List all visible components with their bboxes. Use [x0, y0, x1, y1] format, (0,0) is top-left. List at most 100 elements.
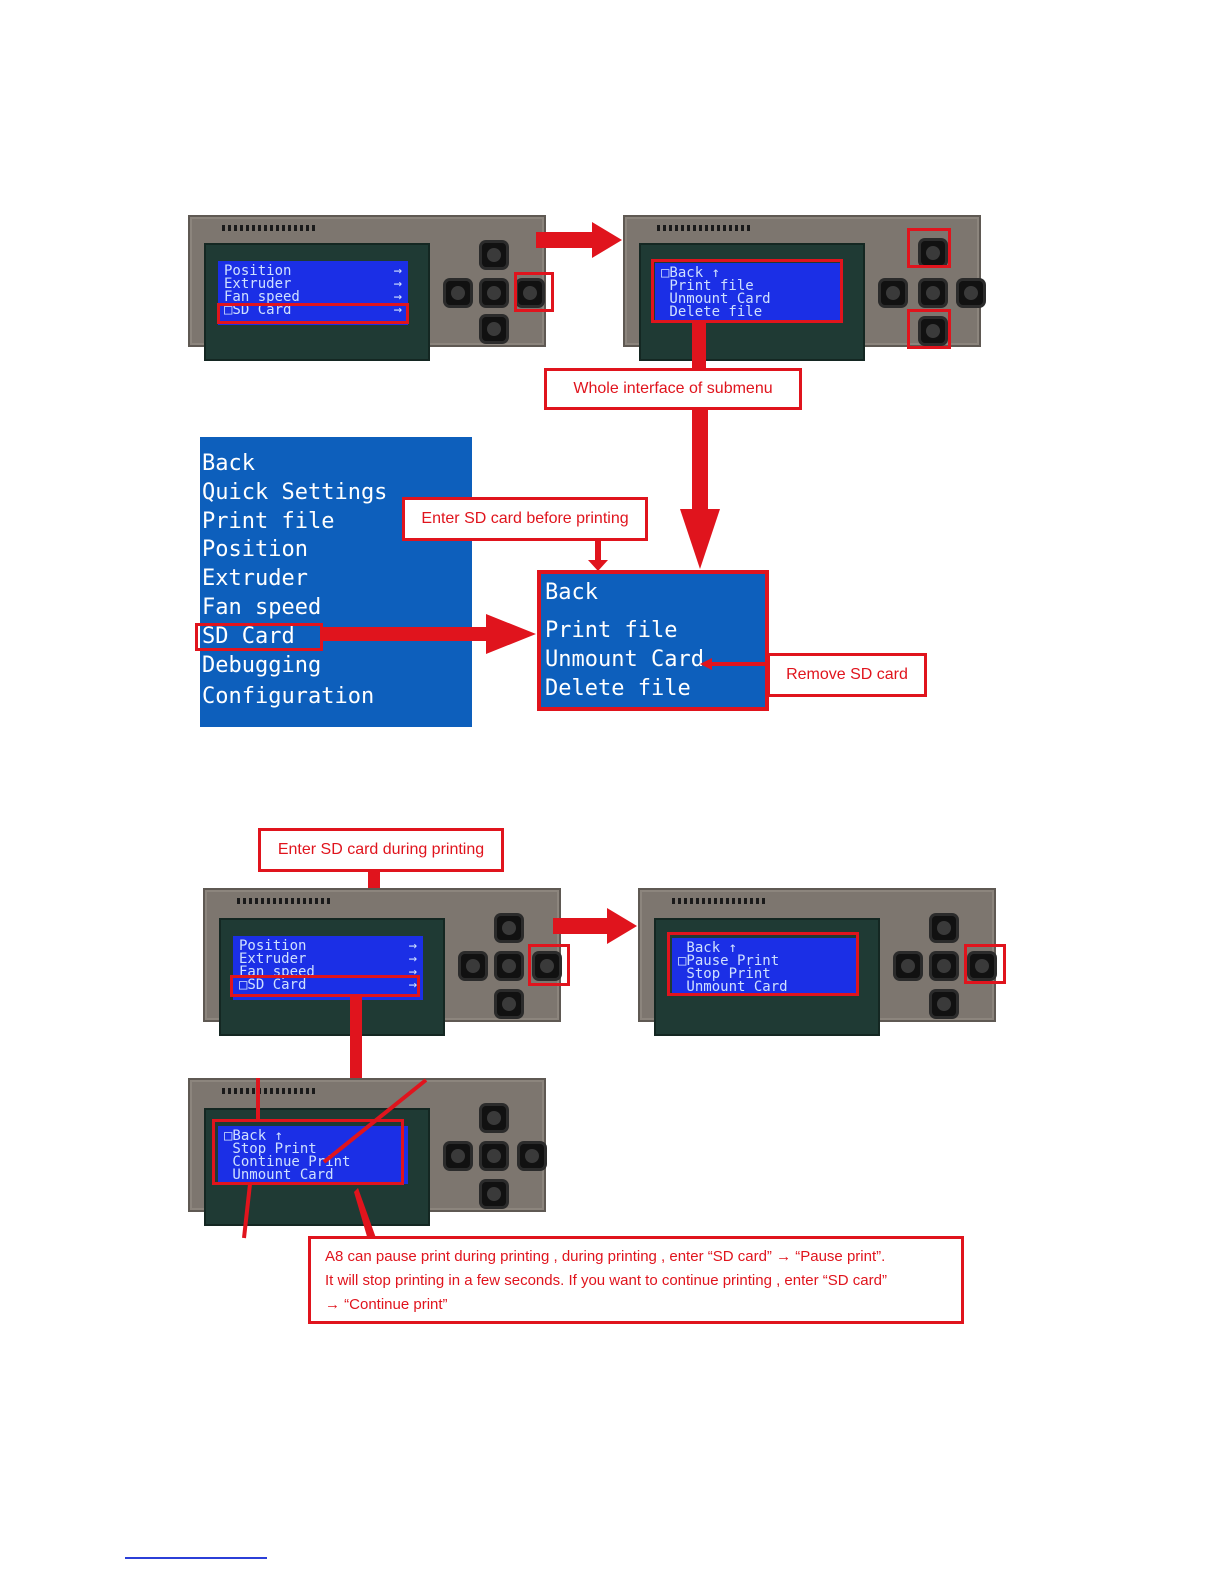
lcd-screen: Position→ Extruder→ Fan speed→ □SD Card→ — [233, 936, 423, 1000]
lcd-row-text: □SD Card — [239, 977, 307, 993]
lcd-row: Back ↑ — [678, 941, 852, 955]
lcd-row: Extruder → — [239, 951, 417, 967]
sd-card-menu-highlight — [195, 623, 323, 651]
center-button[interactable] — [482, 281, 506, 305]
enter-during-printing-label: Enter SD card during printing — [258, 828, 504, 872]
lcd-row: □SD Card→ — [224, 302, 402, 318]
note-line-2: It will stop printing in a few seconds. … — [325, 1272, 887, 1289]
down-button[interactable] — [497, 992, 521, 1016]
down-button[interactable] — [932, 992, 956, 1016]
lcd-row: Position → — [224, 263, 402, 279]
menu-item-extruder[interactable]: Extruder — [202, 566, 308, 591]
lcd-row-text: Unmount Card — [661, 291, 771, 307]
arrow-right-icon: → — [408, 977, 417, 993]
lcd-row-text: Unmount Card — [224, 1167, 334, 1183]
left-button[interactable] — [896, 954, 920, 978]
lcd-row-text: Fan speed — [224, 289, 300, 305]
arrow-left-icon — [700, 658, 770, 670]
right-button[interactable] — [535, 954, 559, 978]
lcd-row: □Pause Print — [678, 954, 852, 968]
arrow-right-icon: → — [393, 263, 402, 279]
arrow-right-icon: → — [393, 276, 402, 292]
up-button[interactable] — [482, 1106, 506, 1130]
submenu-item-print-file[interactable]: Print file — [545, 618, 678, 643]
lcd-board-4: Back ↑ □Pause Print Stop Print Unmount C… — [638, 888, 996, 1036]
right-button[interactable] — [518, 281, 542, 305]
submenu-highlight — [651, 259, 843, 323]
menu-item-fan-speed[interactable]: Fan speed — [202, 595, 322, 620]
lcd-screen: Back ↑ □Pause Print Stop Print Unmount C… — [672, 938, 858, 996]
header-pins — [657, 225, 751, 231]
note-line-3: → “Continue print” — [325, 1296, 448, 1313]
right-button[interactable] — [970, 954, 994, 978]
lcd-row: Continue Print — [224, 1154, 402, 1170]
up-button[interactable] — [497, 916, 521, 940]
menu-item-debugging[interactable]: Debugging — [202, 653, 322, 678]
menu-item-print-file[interactable]: Print file — [202, 509, 335, 534]
note-line-1: A8 can pause print during printing , dur… — [325, 1248, 886, 1265]
lcd-row: Unmount Card — [224, 1167, 402, 1183]
submenu-item-delete-file[interactable]: Delete file — [545, 676, 691, 701]
lcd-row-text: □Back ↑ — [661, 265, 721, 281]
remove-sd-card-label: Remove SD card — [767, 653, 927, 697]
down-button[interactable] — [482, 317, 506, 341]
center-button[interactable] — [932, 954, 956, 978]
lcd-row-text: Extruder — [239, 951, 307, 967]
lcd-row: Print file — [661, 278, 837, 294]
lcd-row-text: Continue Print — [224, 1154, 351, 1170]
arrow-right-icon: → — [408, 938, 417, 954]
down-button[interactable] — [482, 1182, 506, 1206]
lcd-row-text: Stop Print — [678, 966, 771, 982]
arrow-right-icon: → — [408, 964, 417, 980]
lcd-row: Unmount Card — [661, 291, 837, 307]
up-button[interactable] — [932, 916, 956, 940]
center-button[interactable] — [921, 281, 945, 305]
connector-line — [692, 322, 706, 370]
menu-item-configuration[interactable]: Configuration — [202, 684, 375, 709]
menu-item-quick-settings[interactable]: Quick Settings — [202, 480, 388, 505]
lcd-row: Position→ — [239, 938, 417, 954]
down-button-highlight — [907, 309, 951, 349]
up-button[interactable] — [921, 241, 945, 265]
lcd-row: Delete file — [661, 305, 837, 319]
submenu-item-unmount-card[interactable]: Unmount Card — [545, 647, 704, 672]
right-button[interactable] — [959, 281, 983, 305]
menu-item-sd-card[interactable]: SD Card — [202, 624, 295, 649]
lcd-board-3: Position→ Extruder→ Fan speed→ □SD Card→ — [203, 888, 561, 1036]
lcd-screen: □Back ↑ Stop Print Continue Print Unmoun… — [218, 1126, 408, 1184]
footnote-separator — [125, 1557, 267, 1559]
center-button[interactable] — [482, 1144, 506, 1168]
menu-item-position[interactable]: Position — [202, 537, 308, 562]
header-pins — [222, 1088, 316, 1094]
lcd-row-text: □Back ↑ — [224, 1128, 284, 1144]
lcd-row-text: Print file — [661, 278, 754, 294]
lcd-row-text: Extruder — [224, 276, 292, 292]
left-button[interactable] — [446, 1144, 470, 1168]
up-button[interactable] — [482, 243, 506, 267]
arrow-right-icon — [553, 908, 637, 944]
lcd-row-text: □SD Card — [224, 302, 292, 318]
right-button[interactable] — [520, 1144, 544, 1168]
center-button[interactable] — [497, 954, 521, 978]
lcd-row: □SD Card → — [239, 977, 417, 993]
lcd-row: Stop Print — [678, 966, 852, 982]
header-pins — [222, 225, 316, 231]
submenu-item-back[interactable]: Back — [545, 580, 598, 605]
sd-card-highlight — [230, 975, 420, 997]
continue-menu-highlight — [212, 1119, 404, 1185]
header-pins — [672, 898, 766, 904]
arrow-right-icon: → — [408, 951, 417, 967]
left-button[interactable] — [446, 281, 470, 305]
right-button-highlight — [528, 944, 570, 986]
lcd-screen: Position→ Extruder→ Fan speed→ □SD Card→ — [218, 261, 408, 325]
down-button[interactable] — [921, 319, 945, 343]
lcd-row: Extruder → — [224, 276, 402, 292]
right-button-highlight — [964, 944, 1006, 984]
lcd-row-text: Position — [224, 263, 292, 279]
sd-submenu-screen: Back Print file Unmount Card Delete file — [537, 570, 769, 711]
menu-item-back[interactable]: Back — [202, 451, 255, 476]
left-button[interactable] — [461, 954, 485, 978]
sd-card-highlight — [217, 303, 409, 324]
lcd-row: □Back ↑ — [224, 1128, 402, 1144]
left-button[interactable] — [881, 281, 905, 305]
